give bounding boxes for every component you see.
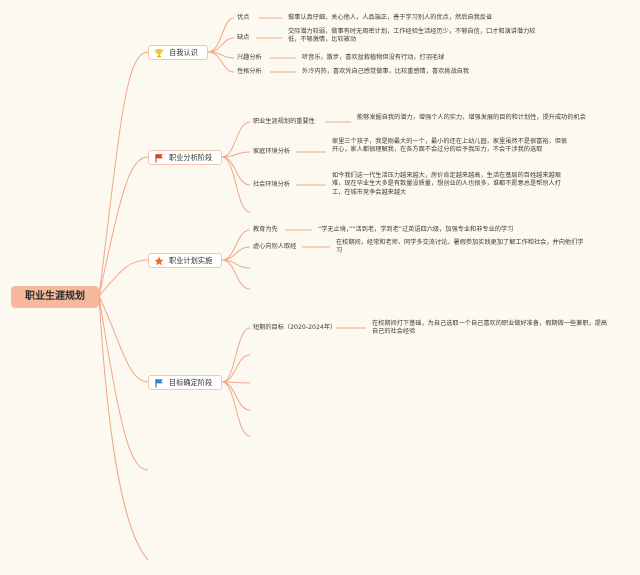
leaf-lines-analysis [296, 121, 351, 186]
root-extra-branch-2 [98, 295, 149, 561]
sub-node-family-text: 家里三个孩子，我是刚最大的一个，最小的还在上幼儿园，家里虽然不是很富裕，但很开心… [332, 138, 568, 154]
sub-node-society-text: 如今我们这一代生活压力越来越大，房价肯定越来越高，生活在基层的百姓越来越艰难，现… [332, 172, 561, 196]
sub-node-society-label[interactable]: 社会环境分析 [253, 181, 291, 188]
trophy-icon [154, 49, 164, 58]
sub-node-importance-text: 能够发掘自我的潜力，增强个人的实力，增强发展的目的和计划性，提升成功的机会 [357, 114, 586, 121]
branch-node-self-awareness[interactable]: 自我认识 [148, 45, 208, 60]
root-to-branch-plan [98, 259, 149, 297]
sub-node-education-text: “学无止境，”“活到老，学到老”过英语四六级，加强专业和非专业的学习 [318, 226, 514, 233]
red-flag-icon [155, 154, 163, 163]
star-icon [154, 256, 164, 266]
branch-analysis-to-children [221, 121, 251, 213]
branch-plan-to-children [221, 229, 251, 290]
branch-self-to-children [207, 17, 235, 73]
sub-node-weaknesses-text: 交际潜力较弱，做事有时无周密计划，工作经验生活经历少，不够自信，口才和演讲潜力较… [288, 28, 536, 44]
sub-node-family-label[interactable]: 家庭环境分析 [253, 148, 291, 155]
sub-node-short-term-goal-text: 在校期间打下基础，为自己选取一个自己喜欢的职业做好准备，假期做一些兼职，提高自己… [372, 320, 608, 336]
root-extra-branch-1 [98, 295, 149, 471]
connector-lines [98, 17, 366, 561]
branch-label: 职业计划实施 [169, 256, 213, 265]
sub-node-personality-text: 外冷内热，喜欢凭自己感觉做事，比较重感情，喜欢挑战自我 [302, 68, 470, 75]
sub-node-learn-from-others-label[interactable]: 虚心向别人取经 [253, 243, 297, 250]
sub-node-education-label[interactable]: 教育为先 [253, 226, 278, 233]
branch-label: 目标确定阶段 [169, 378, 213, 387]
sub-node-learn-from-others-text: 在校期间，经常和老师、同学多交流讨论。暑假参加实践更加了解工作和社会，并向他们学… [336, 239, 584, 255]
leaf-lines-plan [285, 229, 330, 248]
branch-label: 职业分析阶段 [169, 153, 213, 162]
branch-label: 自我认识 [169, 48, 198, 57]
sub-node-weaknesses-label[interactable]: 缺点 [237, 34, 250, 41]
sub-node-short-term-goal-label[interactable]: 短期的目标（2020-2024年） [253, 324, 337, 331]
sub-node-interests-label[interactable]: 兴趣分析 [237, 54, 262, 61]
root-to-branch-self [98, 51, 149, 297]
sub-node-interests-text: 听音乐，散步，喜欢盆栽植物但没有行动，打羽毛球 [302, 54, 445, 61]
blue-flag-icon [155, 379, 163, 388]
branch-node-career-plan[interactable]: 职业计划实施 [148, 253, 222, 268]
sub-node-personality-label[interactable]: 性格分析 [237, 68, 262, 75]
branch-node-goal-setting[interactable]: 目标确定阶段 [148, 375, 222, 390]
leaf-lines-self [256, 17, 296, 73]
root-to-branch-goal [98, 295, 149, 383]
sub-node-strengths-label[interactable]: 优点 [237, 14, 250, 21]
branch-node-career-analysis[interactable]: 职业分析阶段 [148, 150, 222, 165]
branch-goal-to-children [221, 327, 251, 437]
root-node[interactable]: 职业生涯规划 [11, 286, 99, 308]
sub-node-importance-label[interactable]: 职业生涯规划的重要性 [253, 118, 315, 125]
sub-node-strengths-text: 做事认真仔细，关心他人，人品端正，善于学习别人的优点，然后自我反省 [288, 14, 493, 21]
root-to-branch-career-analysis [98, 156, 149, 297]
